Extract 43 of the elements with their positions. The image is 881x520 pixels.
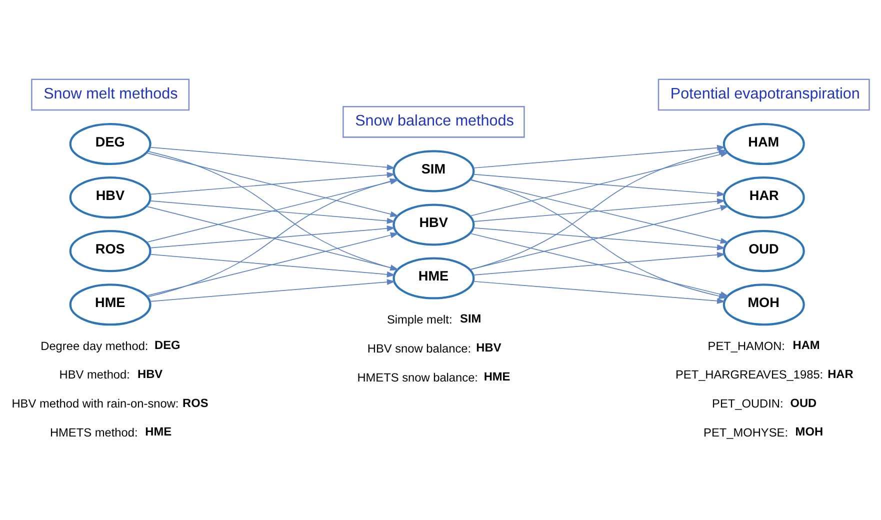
label: PET_HARGREAVES_1985: HAR <box>675 366 854 382</box>
node-ellipse: SIM <box>392 150 475 192</box>
node-box: Snow balance methods <box>342 106 525 138</box>
arrow <box>150 172 396 195</box>
arrow <box>470 205 729 270</box>
arrow <box>472 198 726 222</box>
arrow <box>472 227 726 250</box>
node-ellipse: HBV <box>69 176 152 219</box>
arrow <box>150 146 396 170</box>
label: HBV snow balance: HBV <box>367 340 502 356</box>
label: Simple melt: SIM <box>386 312 482 326</box>
label: PET_OUDIN: OUD <box>712 396 817 411</box>
label: HMETS method: HME <box>50 424 172 440</box>
node-box: Snow melt methods <box>31 78 190 111</box>
arrow <box>470 179 729 244</box>
node-ellipse: MOH <box>722 284 805 326</box>
node-ellipse: OUD <box>722 230 805 272</box>
node-ellipse: DEG <box>69 122 152 166</box>
arrow <box>146 206 399 271</box>
arrow <box>472 252 726 276</box>
label: Degree day method: DEG <box>40 338 180 353</box>
arrow <box>150 279 396 302</box>
arrow <box>472 174 726 197</box>
node-box: Potential evapotranspiration <box>658 78 870 111</box>
label: HBV method: HBV <box>59 366 163 382</box>
node-ellipse: HME <box>69 284 152 326</box>
label: HBV method with rain-on-snow: ROS <box>12 396 208 411</box>
node-ellipse: HAM <box>722 122 805 166</box>
arrow <box>472 144 726 168</box>
arrow <box>146 232 399 296</box>
arrow <box>150 200 396 224</box>
arrow <box>150 226 396 248</box>
node-ellipse: ROS <box>69 230 152 272</box>
label: HMETS snow balance: HME <box>357 369 510 384</box>
arrow <box>472 280 726 304</box>
arrow <box>470 149 728 270</box>
label: PET_HAMON: HAM <box>708 338 820 353</box>
node-ellipse: HAR <box>722 176 805 219</box>
arrow <box>150 254 396 278</box>
arrow <box>470 232 729 298</box>
label: PET_MOHYSE: MOH <box>704 424 824 440</box>
node-ellipse: HME <box>392 257 475 300</box>
node-ellipse: HBV <box>392 204 475 246</box>
